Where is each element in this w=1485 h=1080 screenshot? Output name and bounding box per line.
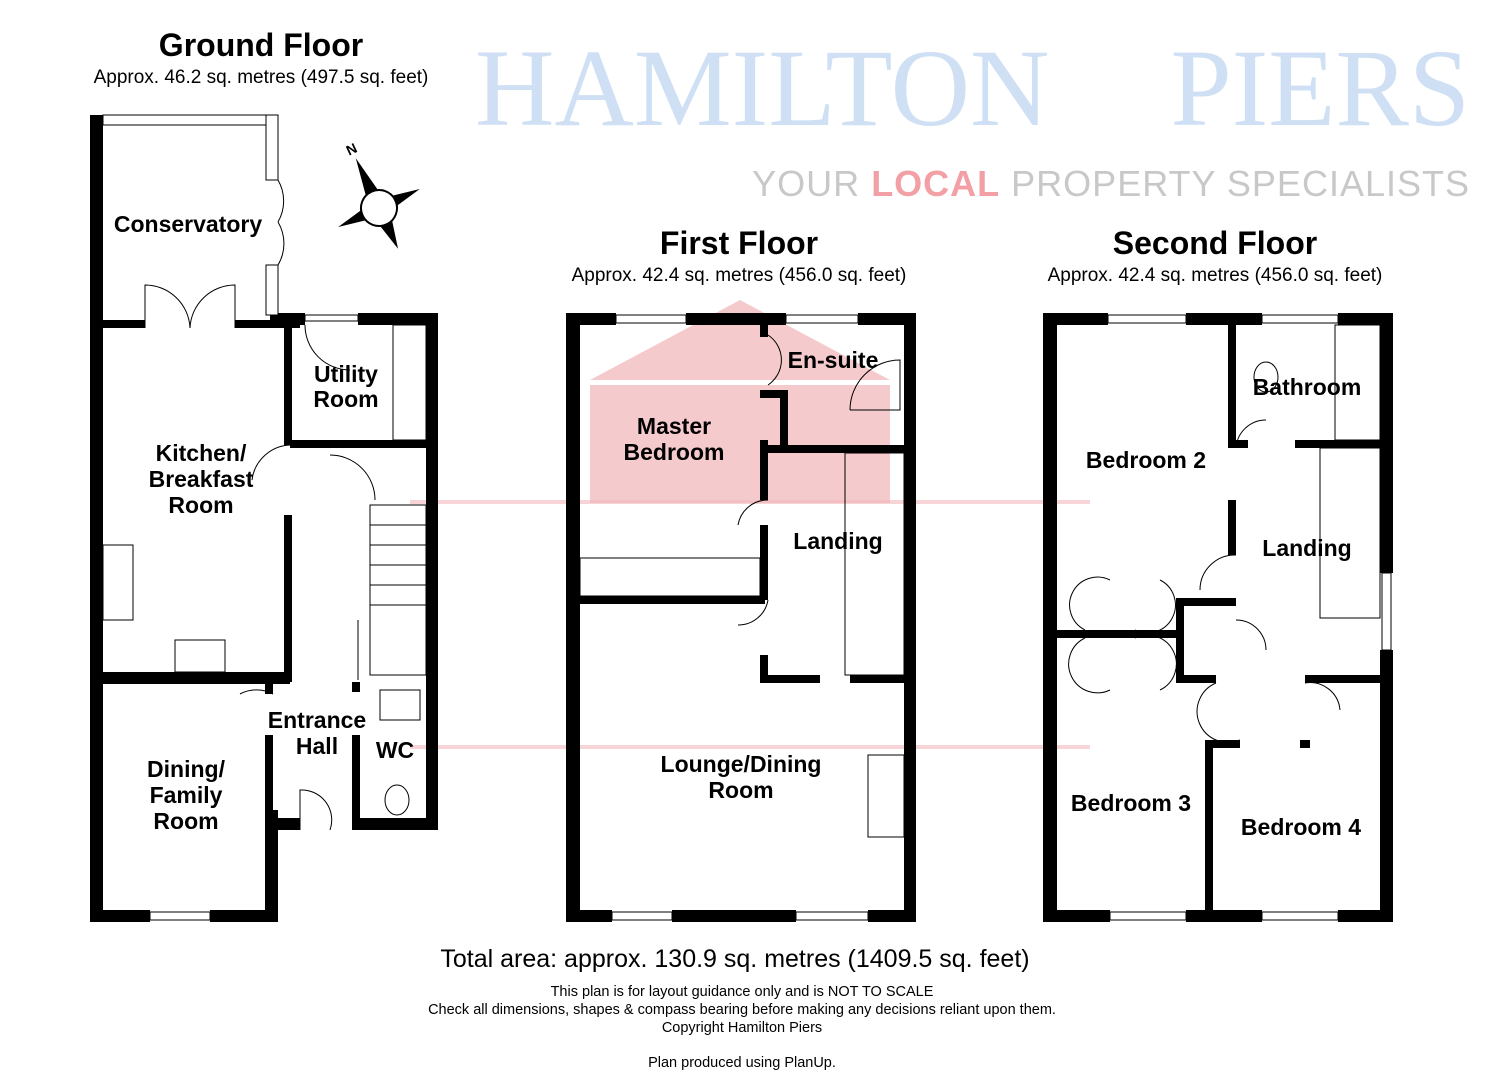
copyright: Copyright Hamilton Piers — [662, 1020, 822, 1036]
room-label-ensuite: En-suite — [788, 347, 879, 373]
room-label-kitchen-2: Breakfast — [149, 466, 254, 492]
second-floor-plan: Bathroom Bedroom 2 Landing Bedroom 3 Bed… — [1043, 313, 1393, 922]
watermark-house-roof — [590, 300, 890, 380]
first-floor-plan: En-suite Master Bedroom Landing Lounge/D… — [566, 313, 916, 922]
room-label-hall-2: Hall — [296, 733, 338, 759]
room-label-bedroom-2: Bedroom 2 — [1086, 447, 1206, 473]
disclaimer-line-1: This plan is for layout guidance only an… — [551, 984, 934, 1000]
room-label-bedroom-3: Bedroom 3 — [1071, 790, 1191, 816]
ground-floor-area: Approx. 46.2 sq. metres (497.5 sq. feet) — [94, 67, 429, 88]
room-label-dining-1: Dining/ — [147, 756, 226, 782]
room-label-utility-1: Utility — [314, 361, 378, 387]
second-floor-title: Second Floor — [1113, 225, 1317, 261]
room-label-conservatory: Conservatory — [114, 211, 262, 237]
room-label-bedroom-4: Bedroom 4 — [1241, 814, 1361, 840]
watermark-line2: PIERS — [1170, 27, 1470, 149]
ground-floor-plan: Conservatory Utility Room Kitchen/ Break… — [90, 114, 438, 922]
disclaimer-line-2: Check all dimensions, shapes & compass b… — [428, 1002, 1056, 1018]
room-label-lounge-1: Lounge/Dining — [661, 751, 822, 777]
room-label-master-2: Bedroom — [624, 439, 725, 465]
room-label-bathroom: Bathroom — [1253, 374, 1362, 400]
compass-north-label: N — [344, 140, 360, 159]
room-label-lounge-2: Room — [708, 777, 773, 803]
compass-icon: N — [338, 140, 420, 249]
watermark-tagline: YOUR LOCAL PROPERTY SPECIALISTS — [752, 163, 1470, 204]
watermark-line1: HAMILTON — [475, 27, 1050, 149]
watermark-rule-bottom — [410, 745, 1090, 749]
watermark-text: HAMILTON PIERS YOUR LOCAL PROPERTY SPECI… — [475, 27, 1470, 204]
watermark — [410, 300, 1090, 749]
ground-floor-title: Ground Floor — [159, 27, 363, 63]
room-label-utility-2: Room — [313, 386, 378, 412]
room-label-master-1: Master — [637, 413, 711, 439]
room-label-dining-2: Family — [150, 782, 223, 808]
watermark-house-body — [590, 385, 890, 503]
second-floor-area: Approx. 42.4 sq. metres (456.0 sq. feet) — [1048, 265, 1383, 286]
room-label-landing-first: Landing — [793, 528, 882, 554]
total-area: Total area: approx. 130.9 sq. metres (14… — [440, 945, 1029, 973]
room-label-landing-second: Landing — [1262, 535, 1351, 561]
room-label-hall-1: Entrance — [268, 707, 366, 733]
watermark-rule-top — [410, 500, 1090, 504]
room-label-dining-3: Room — [153, 808, 218, 834]
room-label-wc: WC — [376, 737, 414, 763]
room-label-kitchen-1: Kitchen/ — [156, 440, 247, 466]
room-label-kitchen-3: Room — [168, 492, 233, 518]
first-floor-title: First Floor — [660, 225, 818, 261]
first-floor-area: Approx. 42.4 sq. metres (456.0 sq. feet) — [572, 265, 907, 286]
plan-credit: Plan produced using PlanUp. — [648, 1055, 836, 1071]
